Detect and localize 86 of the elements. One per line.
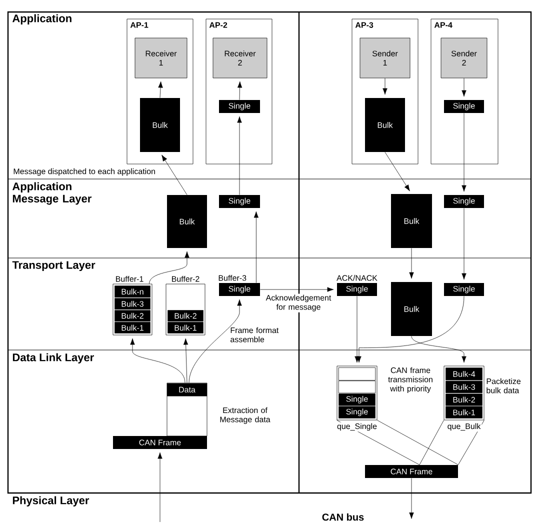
arrow <box>409 478 414 519</box>
single-message-box: Single <box>219 100 260 113</box>
bulk-message-box: Bulk <box>167 195 207 248</box>
bulk-message-box: Bulk <box>140 98 180 152</box>
empty-slot <box>338 367 376 380</box>
node-label: Bulk-3 <box>122 300 144 307</box>
node-label: Bulk-2 <box>453 396 475 403</box>
buffer-label: Buffer-3 <box>218 274 246 281</box>
single-message-box: Single <box>444 100 484 113</box>
buffer-label: Buffer-1 <box>116 276 144 282</box>
arrow <box>462 78 466 97</box>
bulk-message-box: Bulk <box>391 194 432 248</box>
arrow <box>354 296 360 363</box>
layer-title: Application <box>12 14 72 24</box>
arrow <box>188 299 242 383</box>
receiver-box: Receiver 1 <box>134 38 188 78</box>
single-message-box: Single <box>444 283 484 296</box>
arrow <box>130 338 186 383</box>
annotation-text: Message dispatched to each application <box>14 168 155 176</box>
message-slot: Bulk-1 <box>446 406 482 418</box>
node-label: Single <box>346 408 368 416</box>
annotation-text: Packetize bulk data <box>486 378 521 394</box>
arrow <box>260 287 334 292</box>
can-frame-box: CAN Frame <box>113 436 207 449</box>
arrow <box>162 154 188 195</box>
node-label: Bulk-2 <box>174 312 196 319</box>
annotation-text: CAN frame transmission with priority <box>388 367 432 394</box>
bus-label: CAN bus <box>322 513 364 521</box>
single-message-box: Single <box>219 195 260 208</box>
node-label: Bulk-n <box>122 288 144 295</box>
arrow <box>384 152 410 192</box>
bulk-message-box: Bulk <box>365 98 405 152</box>
arrow <box>237 116 242 195</box>
queue-label: que_Single <box>336 422 378 432</box>
queue-label: que_Bulk <box>446 422 482 432</box>
node-label: Bulk-2 <box>122 312 144 319</box>
layer-title: Application Message Layer <box>12 182 92 205</box>
annotation-text: Extraction of Message data <box>220 407 270 424</box>
message-slot: Bulk-1 <box>168 322 204 334</box>
node-label: Bulk-1 <box>174 324 196 331</box>
connector-line <box>336 420 458 465</box>
message-slot: Bulk-n <box>114 286 150 298</box>
arrow <box>409 248 414 279</box>
message-slot: Bulk-4 <box>446 368 482 380</box>
buffer-label: Buffer-2 <box>172 276 200 282</box>
receiver-box: Receiver 2 <box>212 38 268 78</box>
message-slot: Bulk-1 <box>114 322 150 334</box>
bulk-message-box: Bulk <box>391 282 432 336</box>
ack-nack-label: ACK/NACK <box>336 274 378 281</box>
message-slot: Bulk-2 <box>446 394 482 406</box>
single-message-box: Single <box>337 283 377 296</box>
layer-title: Physical Layer <box>12 496 90 506</box>
arrow <box>254 211 259 283</box>
arrow <box>382 78 388 95</box>
message-slot: Bulk-3 <box>114 298 150 310</box>
can-frame-box: CAN Frame <box>365 465 458 478</box>
arrow <box>183 338 188 383</box>
message-slot: Bulk-2 <box>114 310 150 322</box>
arrow <box>158 81 163 98</box>
empty-slot <box>338 380 376 394</box>
annotation-text: Frame format assemble <box>230 327 279 342</box>
single-message-box: Single <box>219 283 260 296</box>
arrow <box>462 113 466 192</box>
arrow <box>462 208 466 280</box>
message-slot: Bulk-2 <box>168 310 204 322</box>
node-label: Bulk-3 <box>453 384 475 390</box>
data-frame: Data <box>166 382 208 436</box>
single-message-box: Single <box>444 195 484 208</box>
sender-box: Sender 2 <box>440 38 488 78</box>
connector-line <box>419 420 484 465</box>
node-label: Bulk-4 <box>453 371 476 377</box>
message-slot: Bulk-3 <box>446 380 482 393</box>
arrow <box>237 81 242 100</box>
message-slot: Single <box>338 394 376 406</box>
node-label: Single <box>346 396 368 404</box>
arrow <box>356 296 464 363</box>
arrow <box>149 251 190 284</box>
arrow <box>158 452 162 522</box>
sender-box: Sender 1 <box>360 38 410 78</box>
node-label: Bulk-1 <box>122 324 144 331</box>
layer-title: Data Link Layer <box>12 353 94 364</box>
node-label: Bulk-1 <box>453 409 475 416</box>
arrow <box>411 336 466 363</box>
edge-label: Acknowledgement for message <box>260 294 336 312</box>
layer-title: Transport Layer <box>12 261 96 272</box>
message-slot: Single <box>338 406 376 418</box>
